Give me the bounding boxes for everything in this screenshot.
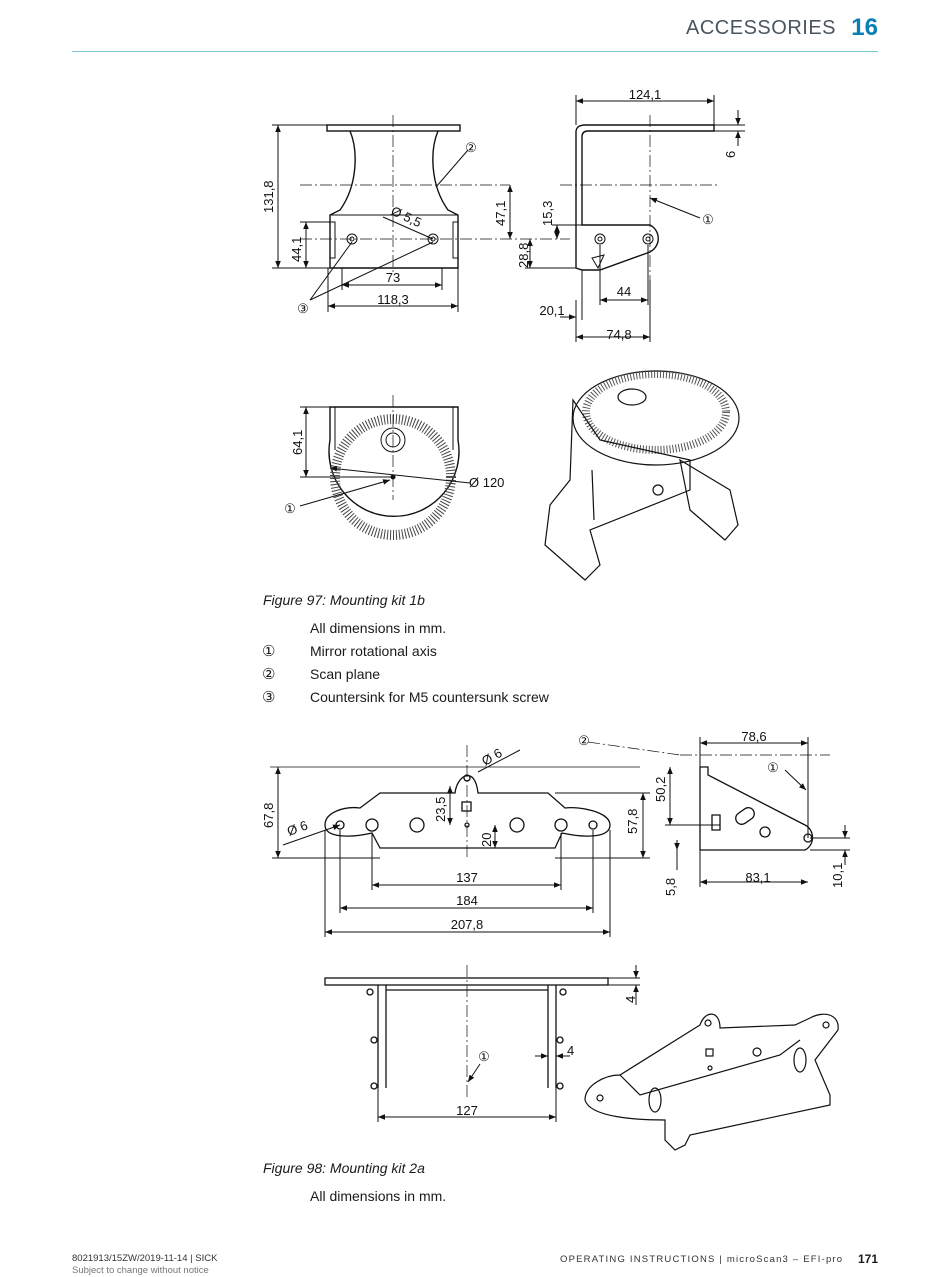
dim-label: 44 xyxy=(617,284,631,299)
dim-label: 131,8 xyxy=(261,180,276,213)
dim-label: 44,1 xyxy=(289,237,304,262)
figure97-drawing xyxy=(272,95,745,581)
figure98-drawing xyxy=(270,737,850,1151)
dim-label: 73 xyxy=(386,270,400,285)
callout-1: ① xyxy=(702,212,714,227)
dim-label: 10,1 xyxy=(830,863,845,888)
top-view-disc xyxy=(328,395,460,540)
dim-label: 74,8 xyxy=(606,327,631,342)
dim-label: 20 xyxy=(479,833,494,847)
dim-label: 57,8 xyxy=(625,809,640,834)
dim-label: 124,1 xyxy=(629,87,662,102)
figure98-dim-labels: 78,6 Ø 6 67,8 Ø 6 23,5 20 57,8 50,2 137 … xyxy=(261,729,845,1118)
callout-1: ① xyxy=(284,501,296,516)
figure98-caption: Figure 98: Mounting kit 2a xyxy=(263,1160,425,1176)
dim-label: 127 xyxy=(456,1103,478,1118)
dim-label: 4 xyxy=(623,996,638,1003)
figure97-dim-labels: 124,1 6 131,8 44,1 Ø 5,5 73 118,3 47,1 1… xyxy=(261,87,738,516)
legend-number: ② xyxy=(262,666,276,683)
isometric-view-kit1b xyxy=(544,370,740,581)
dim-label: Ø 6 xyxy=(285,818,310,839)
dim-label: 50,2 xyxy=(653,777,668,802)
bottom-view-kit2a xyxy=(324,977,609,1090)
legend-number: ③ xyxy=(262,689,276,706)
isometric-view-kit2a xyxy=(584,1013,839,1151)
chapter-number: 16 xyxy=(851,14,878,41)
callout-1: ① xyxy=(478,1049,490,1064)
dim-label: 28,8 xyxy=(516,243,531,268)
callout-1: ① xyxy=(767,760,779,775)
dim-label: 23,5 xyxy=(433,797,448,822)
front-view-kit2a xyxy=(324,774,611,849)
legend-text: Countersink for M5 countersunk screw xyxy=(310,689,549,705)
section-title: ACCESSORIES xyxy=(686,17,836,39)
dim-label: 137 xyxy=(456,870,478,885)
dim-label: 64,1 xyxy=(290,430,305,455)
page-number: 171 xyxy=(857,1252,878,1266)
header-divider xyxy=(72,51,878,52)
dim-label: 184 xyxy=(456,893,478,908)
dim-label: 207,8 xyxy=(451,917,484,932)
dim-label: 78,6 xyxy=(741,729,766,744)
dim-label: 20,1 xyxy=(539,303,564,318)
dim-label: 6 xyxy=(723,151,738,158)
dim-label: Ø 6 xyxy=(479,745,505,768)
callout-2: ② xyxy=(465,140,477,155)
dim-label: 15,3 xyxy=(540,201,555,226)
dim-label: 4 xyxy=(567,1043,574,1058)
dim-label: 118,3 xyxy=(377,292,409,307)
dim-label: 67,8 xyxy=(261,803,276,828)
figure97-caption: Figure 97: Mounting kit 1b xyxy=(263,592,425,608)
footer-notice: Subject to change without notice xyxy=(72,1265,209,1276)
side-view-bracket xyxy=(560,115,720,280)
dim-label: 83,1 xyxy=(745,870,770,885)
footer-doc-id: 8021913/15ZW/2019-11-14 | SICK xyxy=(72,1253,218,1264)
front-view-bracket xyxy=(300,115,570,275)
callout-2: ② xyxy=(578,733,590,748)
callout-3: ③ xyxy=(297,301,309,316)
dim-label: 5,8 xyxy=(663,878,678,896)
figure97-note: All dimensions in mm. xyxy=(310,620,447,636)
dim-label: 47,1 xyxy=(493,201,508,226)
footer-manual-title: OPERATING INSTRUCTIONS | microScan3 – EF… xyxy=(560,1254,844,1265)
footer-doc-info: 8021913/15ZW/2019-11-14 | SICK Subject t… xyxy=(72,1253,217,1277)
legend-number: ① xyxy=(262,643,276,660)
dim-label: Ø 120 xyxy=(469,475,504,490)
figure98-note: All dimensions in mm. xyxy=(310,1188,447,1204)
dim-label: Ø 5,5 xyxy=(389,203,424,230)
legend-text: Mirror rotational axis xyxy=(310,643,437,659)
legend-text: Scan plane xyxy=(310,666,381,682)
